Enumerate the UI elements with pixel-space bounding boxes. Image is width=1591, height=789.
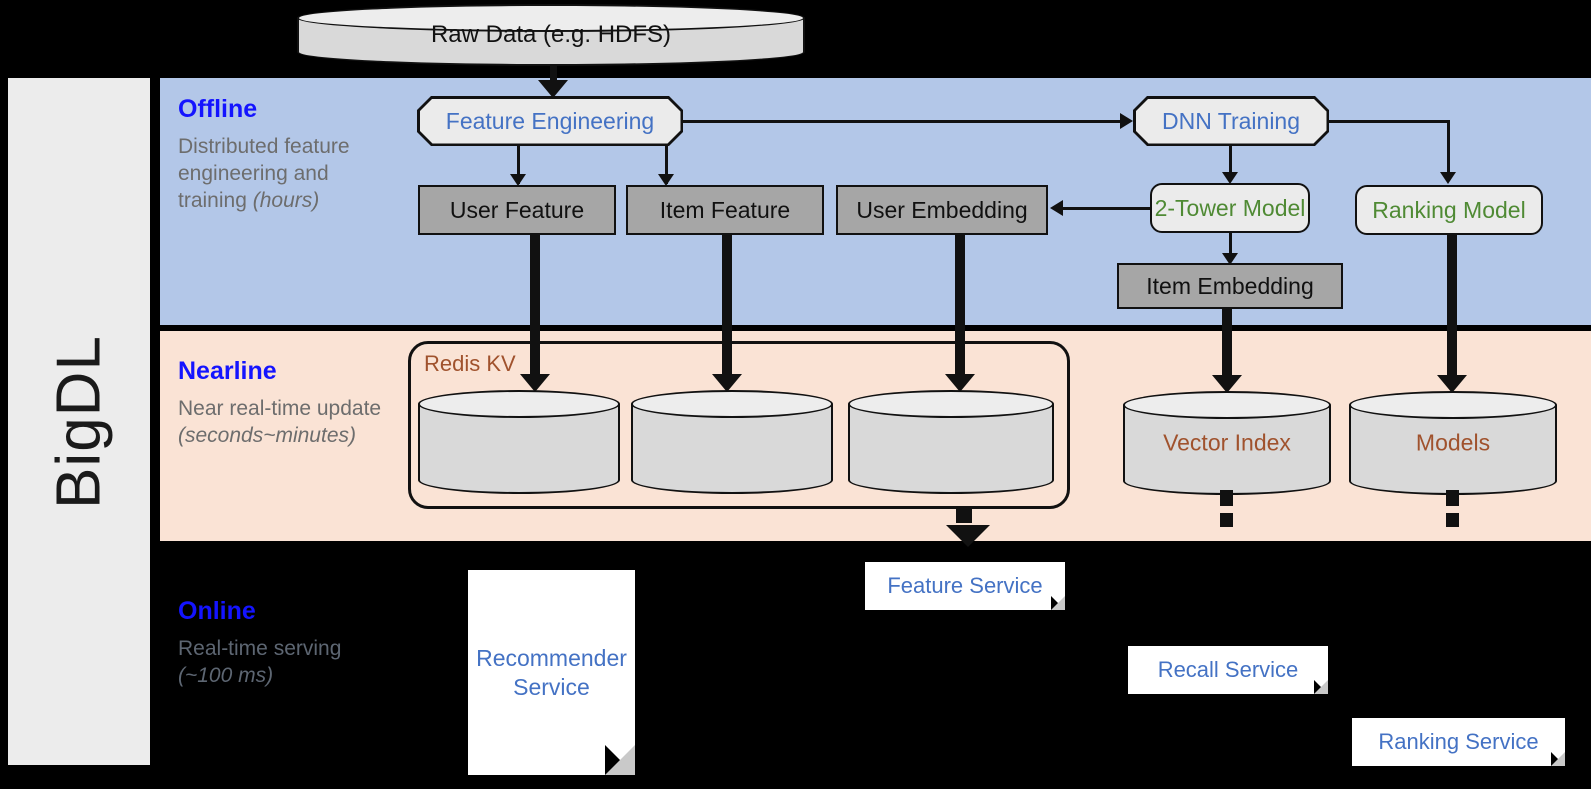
connector-dnn-to-twotower <box>1229 146 1232 180</box>
recall-service-card[interactable]: Recall Service <box>1128 646 1328 694</box>
caption-offline-subtitle-plain: Distributed feature engineering and trai… <box>178 134 350 213</box>
connector-fe-to-dnn <box>683 120 1120 123</box>
raw-data-label: Raw Data (e.g. HDFS) <box>430 21 672 48</box>
connector-twotower-to-userembedding <box>1063 207 1151 210</box>
redis-store-2-top <box>631 390 833 418</box>
caption-nearline-subtitle: Near real-time update (seconds~minutes) <box>178 395 393 450</box>
ranking-service-card[interactable]: Ranking Service <box>1352 718 1565 766</box>
raw-data-cylinder: Raw Data (e.g. HDFS) <box>297 4 805 66</box>
user-feature-box[interactable]: User Feature <box>418 185 616 235</box>
caption-offline-title: Offline <box>178 95 258 123</box>
dash-vectorindex-1 <box>1220 490 1233 506</box>
caption-nearline: Nearline Near real-time update (seconds~… <box>178 357 393 450</box>
feature-engineering-label: Feature Engineering <box>445 107 655 134</box>
caption-online-subtitle-plain: Real-time serving <box>178 636 342 660</box>
item-feature-box[interactable]: Item Feature <box>626 185 824 235</box>
recommender-service-fold-shade-icon <box>605 745 635 775</box>
user-embedding-box[interactable]: User Embedding <box>836 185 1048 235</box>
raw-data-cylinder-top <box>297 4 805 32</box>
sidebar-label: BigDL <box>44 334 114 509</box>
connector-twotower-to-itemembedding <box>1229 233 1232 261</box>
caption-nearline-title: Nearline <box>178 357 277 385</box>
redis-store-1-top <box>418 390 620 418</box>
arrowhead-pipe-store1 <box>520 374 550 392</box>
dash-models-2 <box>1446 513 1459 527</box>
item-feature-label: Item Feature <box>659 196 791 223</box>
item-embedding-box[interactable]: Item Embedding <box>1117 263 1343 309</box>
user-feature-label: User Feature <box>449 196 585 223</box>
caption-online: Online Real-time serving (~100 ms) <box>178 597 393 690</box>
ranking-model-label: Ranking Model <box>1372 196 1526 223</box>
dnn-training-fill: DNN Training <box>1136 99 1327 144</box>
caption-online-subtitle-italic: (~100 ms) <box>178 663 274 687</box>
dash-redis-to-featureservice <box>956 509 972 523</box>
arrowhead-twotower-to-itemembedding <box>1222 253 1238 265</box>
dash-vectorindex-2 <box>1220 513 1233 527</box>
pipe-rankingmodel-to-models <box>1447 235 1457 381</box>
redis-kv-label: Redis KV <box>424 351 516 376</box>
user-embedding-label: User Embedding <box>856 196 1028 223</box>
recall-service-fold-shade-icon <box>1314 680 1328 694</box>
caption-offline-subtitle: Distributed feature engineering and trai… <box>178 133 393 215</box>
vector-index-top <box>1123 391 1331 419</box>
arrowhead-dnn-to-twotower <box>1222 172 1238 184</box>
feature-engineering-fill: Feature Engineering <box>420 99 681 144</box>
caption-nearline-subtitle-plain: Near real-time update <box>178 396 382 420</box>
dnn-training-label: DNN Training <box>1161 107 1301 134</box>
feature-service-card[interactable]: Feature Service <box>865 562 1065 610</box>
ranking-service-fold-shade-icon <box>1551 752 1565 766</box>
two-tower-model-label: 2-Tower Model <box>1154 194 1306 221</box>
redis-store-cylinder-2[interactable] <box>631 390 833 494</box>
feature-engineering-box[interactable]: Feature Engineering <box>417 96 683 146</box>
recommender-service-card[interactable]: Recommender Service <box>468 570 635 775</box>
recall-service-label: Recall Service <box>1157 657 1299 683</box>
dash-models-1 <box>1446 490 1459 506</box>
two-tower-model-box[interactable]: 2-Tower Model <box>1150 183 1310 233</box>
feature-service-label: Feature Service <box>887 573 1043 599</box>
arrowhead-dnn-to-ranking <box>1440 172 1456 184</box>
redis-store-cylinder-3[interactable] <box>848 390 1054 494</box>
models-top <box>1349 391 1557 419</box>
arrowhead-fe-to-itemfeature <box>658 174 674 186</box>
caption-online-subtitle: Real-time serving (~100 ms) <box>178 635 393 690</box>
redis-store-3-top <box>848 390 1054 418</box>
ranking-service-label: Ranking Service <box>1378 729 1539 755</box>
vector-index-label: Vector Index <box>1163 429 1291 456</box>
caption-online-title: Online <box>178 597 256 625</box>
redis-kv-container <box>408 341 1070 509</box>
pipe-userfeature-to-store1 <box>530 235 540 380</box>
models-cylinder[interactable]: Models <box>1349 391 1557 495</box>
dnn-training-box[interactable]: DNN Training <box>1133 96 1329 146</box>
pipe-itemembedding-to-vectorindex <box>1222 309 1232 381</box>
caption-offline: Offline Distributed feature engineering … <box>178 95 393 215</box>
feature-service-fold-shade-icon <box>1051 596 1065 610</box>
item-embedding-label: Item Embedding <box>1146 272 1314 299</box>
models-label: Models <box>1415 429 1491 456</box>
pipe-userembedding-to-store3 <box>955 235 965 380</box>
arrowhead-rawdata-to-fe <box>538 80 568 98</box>
arrowhead-pipe-store2 <box>712 374 742 392</box>
arrowhead-pipe-vectorindex <box>1212 375 1242 393</box>
connector-fe-to-itemfeature <box>665 146 668 184</box>
connector-rawdata-to-fe <box>550 64 557 86</box>
caption-nearline-subtitle-italic: (seconds~minutes) <box>178 423 356 447</box>
vector-index-cylinder[interactable]: Vector Index <box>1123 391 1331 495</box>
connector-dnn-to-ranking-h <box>1329 120 1449 123</box>
arrowhead-fe-to-userfeature <box>510 174 526 186</box>
ranking-model-box[interactable]: Ranking Model <box>1355 185 1543 235</box>
arrowhead-pipe-store3 <box>945 374 975 392</box>
arrowhead-twotower-to-userembedding <box>1050 200 1063 216</box>
sidebar-bigdl: BigDL <box>8 78 150 765</box>
caption-offline-subtitle-italic: (hours) <box>252 189 320 213</box>
connector-dnn-to-ranking-v <box>1447 120 1450 180</box>
recommender-service-label: Recommender Service <box>476 644 627 700</box>
arrowhead-redis-to-featureservice <box>946 525 990 547</box>
arrowhead-pipe-models <box>1437 375 1467 393</box>
pipe-itemfeature-to-store2 <box>722 235 732 380</box>
arrowhead-fe-to-dnn <box>1120 113 1133 129</box>
connector-fe-to-userfeature <box>517 146 520 184</box>
redis-store-cylinder-1[interactable] <box>418 390 620 494</box>
